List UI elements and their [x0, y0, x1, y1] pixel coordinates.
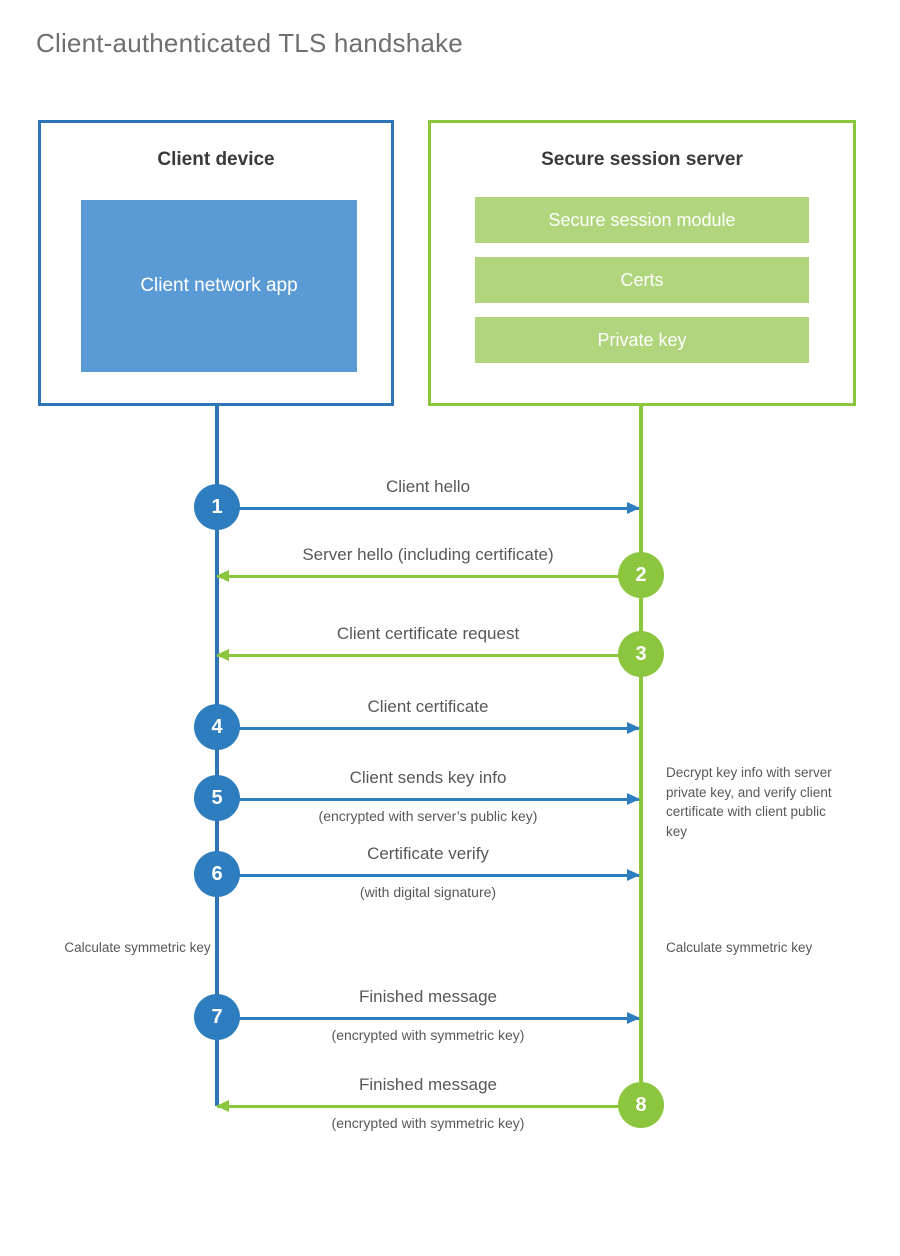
message-5-label: Client sends key info — [349, 768, 507, 787]
message-5-sublabel: (encrypted with server’s public key) — [318, 808, 538, 824]
message-1-shaft — [217, 507, 639, 510]
arrowhead-left-icon — [216, 570, 229, 582]
arrowhead-right-icon — [627, 722, 640, 734]
secure-session-server-title: Secure session server — [541, 149, 743, 170]
message-4-label: Client certificate — [367, 697, 489, 716]
message-6-label: Certificate verify — [367, 844, 489, 863]
step-circle-2: 2 — [618, 552, 664, 598]
step-circle-8: 8 — [618, 1082, 664, 1128]
server-component-private-key: Private key — [475, 317, 809, 363]
page-title: Client-authenticated TLS handshake — [36, 28, 463, 58]
note-server-calculate-symmetric-key: Calculate symmetric key — [666, 940, 813, 955]
message-3-label: Client certificate request — [336, 624, 520, 643]
message-6-shaft — [217, 874, 639, 877]
step-circle-7: 7 — [194, 994, 240, 1040]
message-4-shaft — [217, 727, 639, 730]
message-7-shaft — [217, 1017, 639, 1020]
message-8-shaft — [217, 1105, 639, 1108]
server-lifeline — [639, 406, 643, 1106]
message-3-shaft — [217, 654, 639, 657]
step-circle-1: 1 — [194, 484, 240, 530]
message-8-sublabel: (encrypted with symmetric key) — [331, 1115, 525, 1131]
arrowhead-right-icon — [627, 869, 640, 881]
arrowhead-right-icon — [627, 1012, 640, 1024]
step-circle-5: 5 — [194, 775, 240, 821]
arrowhead-left-icon — [216, 1100, 229, 1112]
note-server-decrypt-key-info: Decrypt key info with server private key… — [666, 765, 832, 839]
message-7-label: Finished message — [359, 987, 497, 1006]
step-circle-4: 4 — [194, 704, 240, 750]
client-network-app-block: Client network app — [81, 200, 357, 372]
arrowhead-right-icon — [627, 502, 640, 514]
server-component-secure-session-module: Secure session module — [475, 197, 809, 243]
client-lifeline — [215, 406, 219, 1106]
message-1-label: Client hello — [385, 477, 471, 496]
message-8-label: Finished message — [359, 1075, 497, 1094]
message-2-shaft — [217, 575, 639, 578]
step-circle-6: 6 — [194, 851, 240, 897]
client-device-title: Client device — [157, 149, 275, 170]
note-client-calculate-symmetric-key: Calculate symmetric key — [64, 940, 211, 955]
step-circle-3: 3 — [618, 631, 664, 677]
server-components-list: Secure session module Certs Private key — [475, 197, 809, 363]
arrowhead-left-icon — [216, 649, 229, 661]
client-device-box: Client device Client network app — [38, 120, 394, 406]
message-6-sublabel: (with digital signature) — [359, 884, 497, 900]
server-component-certs: Certs — [475, 257, 809, 303]
message-5-shaft — [217, 798, 639, 801]
message-2-label: Server hello (including certificate) — [302, 545, 554, 564]
secure-session-server-box: Secure session server Secure session mod… — [428, 120, 856, 406]
message-7-sublabel: (encrypted with symmetric key) — [331, 1027, 525, 1043]
arrowhead-right-icon — [627, 793, 640, 805]
